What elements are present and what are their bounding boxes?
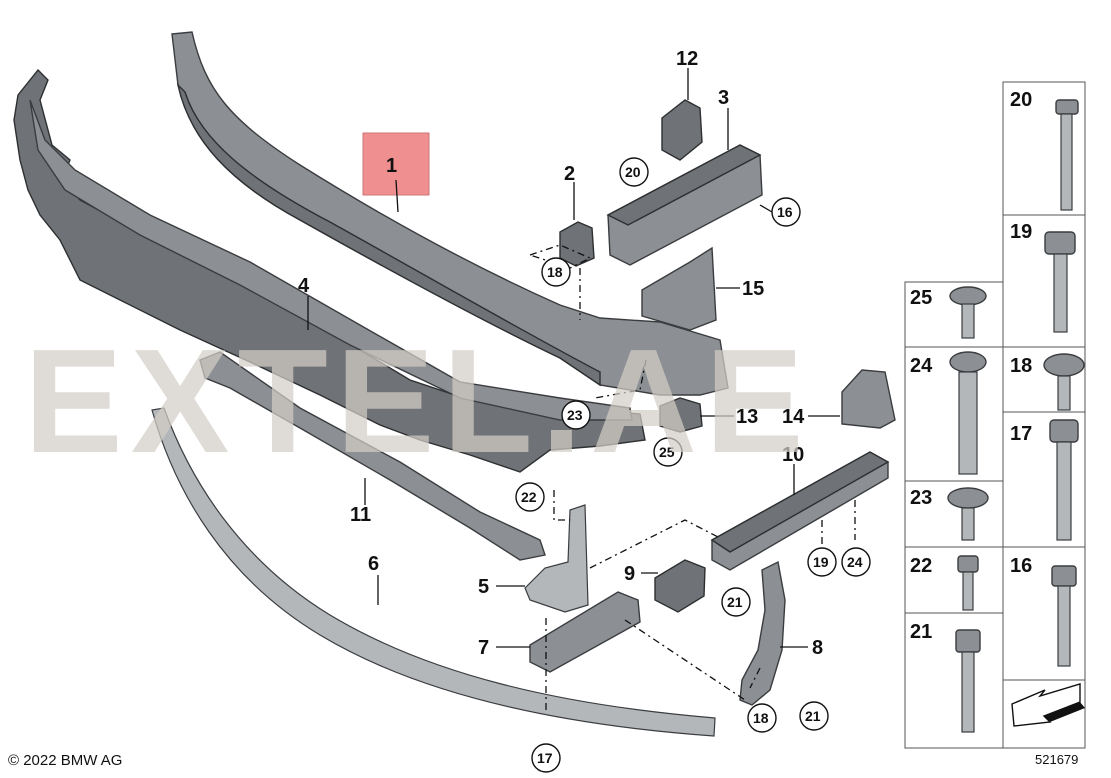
- fastener-label-21: 21: [910, 621, 932, 643]
- svg-text:24: 24: [847, 554, 863, 570]
- svg-text:19: 19: [813, 554, 829, 570]
- callout-21-lower[interactable]: 21: [799, 701, 829, 731]
- callout-20[interactable]: 20: [619, 157, 649, 187]
- callout-24[interactable]: 24: [841, 547, 871, 577]
- callout-8[interactable]: 8: [812, 637, 823, 659]
- bolt-20-icon[interactable]: [1055, 99, 1079, 211]
- copyright: © 2022 BMW AG: [8, 752, 123, 769]
- svg-text:20: 20: [625, 164, 641, 180]
- screw-25-icon[interactable]: [949, 286, 987, 339]
- fastener-label-24: 24: [910, 355, 933, 377]
- fastener-label-18: 18: [1010, 355, 1032, 377]
- callout-12[interactable]: 12: [676, 48, 698, 70]
- callout-10[interactable]: 10: [782, 444, 804, 466]
- callout-17[interactable]: 17: [531, 743, 561, 773]
- svg-text:22: 22: [521, 489, 537, 505]
- callout-2[interactable]: 2: [564, 163, 575, 185]
- callout-13[interactable]: 13: [736, 406, 758, 428]
- svg-text:25: 25: [659, 444, 675, 460]
- direction-arrow-icon: [1011, 683, 1085, 727]
- part-15-mounting-plate[interactable]: [641, 246, 717, 331]
- bolt-16-icon[interactable]: [1051, 565, 1077, 667]
- fastener-label-23: 23: [910, 487, 932, 509]
- svg-text:21: 21: [805, 708, 821, 724]
- part-12-bracket[interactable]: [661, 99, 703, 161]
- callout-9[interactable]: 9: [624, 563, 635, 585]
- callout-6[interactable]: 6: [368, 553, 379, 575]
- callout-11[interactable]: 11: [350, 504, 371, 526]
- watermark: EXTEL.AE: [24, 319, 812, 484]
- callout-7[interactable]: 7: [478, 637, 489, 659]
- callout-22[interactable]: 22: [515, 482, 545, 512]
- fastener-label-17: 17: [1010, 423, 1032, 445]
- part-11-lower-strip[interactable]: [199, 351, 546, 561]
- part-6-spoiler-strip[interactable]: [151, 407, 716, 737]
- bolt-22-icon[interactable]: [957, 555, 979, 611]
- bolt-21-icon[interactable]: [955, 629, 981, 733]
- screw-18-icon[interactable]: [1043, 353, 1085, 411]
- bolt-17-icon[interactable]: [1049, 419, 1079, 541]
- svg-text:16: 16: [777, 204, 793, 220]
- svg-text:17: 17: [537, 750, 553, 766]
- callout-16[interactable]: 16: [771, 197, 801, 227]
- callout-14[interactable]: 14: [782, 406, 805, 428]
- svg-text:18: 18: [753, 710, 769, 726]
- callout-4[interactable]: 4: [298, 275, 310, 297]
- fastener-label-25: 25: [910, 287, 932, 309]
- svg-text:21: 21: [727, 594, 743, 610]
- bolt-19-icon[interactable]: [1044, 231, 1076, 333]
- part-8-side-bracket[interactable]: [739, 560, 786, 706]
- callout-19[interactable]: 19: [807, 547, 837, 577]
- svg-text:23: 23: [567, 407, 583, 423]
- part-14-bracket[interactable]: [841, 369, 896, 429]
- callout-18-lower[interactable]: 18: [747, 703, 777, 733]
- callout-5[interactable]: 5: [478, 576, 489, 598]
- callout-1[interactable]: 1: [386, 155, 397, 177]
- fastener-label-19: 19: [1010, 221, 1032, 243]
- callout-3[interactable]: 3: [718, 87, 729, 109]
- fastener-grid: [904, 81, 1086, 749]
- callout-15[interactable]: 15: [742, 278, 764, 300]
- callout-18-upper[interactable]: 18: [541, 257, 571, 287]
- part-13-clip[interactable]: [659, 397, 703, 433]
- part-5-bracket[interactable]: [524, 504, 589, 613]
- callout-25[interactable]: 25: [653, 437, 683, 467]
- callout-21-upper[interactable]: 21: [721, 587, 751, 617]
- part-9-holder[interactable]: [654, 559, 706, 613]
- svg-text:18: 18: [547, 264, 563, 280]
- screw-23-icon[interactable]: [947, 487, 989, 541]
- part-7-carrier[interactable]: [529, 591, 641, 673]
- fastener-label-20: 20: [1010, 89, 1032, 111]
- fastener-label-16: 16: [1010, 555, 1032, 577]
- fastener-label-22: 22: [910, 555, 932, 577]
- screw-24-icon[interactable]: [949, 351, 987, 475]
- diagram-id: 521679: [1035, 752, 1079, 767]
- callout-23[interactable]: 23: [561, 400, 591, 430]
- part-2-bracket[interactable]: [559, 221, 595, 267]
